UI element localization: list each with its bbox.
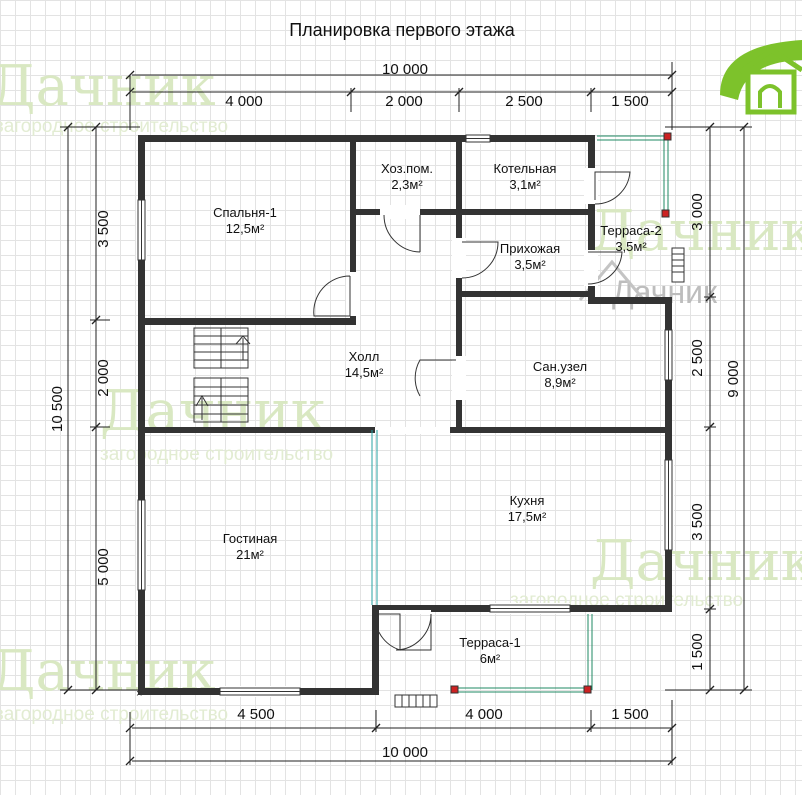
room-terrace1-name: Терраса-1 [459, 635, 520, 650]
glass-partition [371, 430, 378, 605]
room-kitchen-area: 17,5м² [508, 509, 547, 524]
room-bath-name: Сан.узел [533, 359, 587, 374]
room-storage-name: Хоз.пом. [381, 161, 433, 176]
dimension-lines [60, 62, 752, 765]
watermark-brand: Дачник [100, 379, 326, 444]
terrace-posts [450, 132, 672, 694]
watermark-brand: Дачник [590, 199, 802, 264]
house-logo-icon [720, 40, 802, 115]
room-labels: Спальня-1 12,5м² Хоз.пом. 2,3м² Котельна… [213, 161, 662, 666]
room-boiler-name: Котельная [494, 161, 557, 176]
room-bedroom-name: Спальня-1 [213, 205, 277, 220]
room-boiler-area: 3,1м² [509, 177, 541, 192]
room-living-area: 21м² [236, 547, 264, 562]
terrace-railings [455, 135, 669, 693]
watermark-brand: Дачник [0, 54, 216, 119]
dim-top-4: 1 500 [611, 93, 649, 110]
dim-left-3: 5 000 [95, 548, 112, 586]
corner-marker: × [136, 688, 142, 700]
room-kitchen-name: Кухня [510, 493, 545, 508]
room-living-name: Гостиная [223, 531, 278, 546]
dim-left-1: 3 500 [95, 210, 112, 248]
walls: × [136, 132, 685, 708]
watermark-brand: Дачник [590, 529, 802, 594]
room-entry-name: Прихожая [500, 241, 560, 256]
dim-top-total: 10 000 [382, 61, 428, 78]
room-hall-name: Холл [349, 349, 380, 364]
dim-right-1: 3 000 [689, 193, 706, 231]
watermark-layer: Дачник загородное строительство Дачник з… [0, 54, 802, 725]
room-bedroom-area: 12,5м² [226, 221, 265, 236]
dim-right-2: 2 500 [689, 339, 706, 377]
dim-top-2: 2 000 [385, 93, 423, 110]
dimension-ticks [63, 70, 749, 766]
dim-right-total: 9 000 [725, 360, 742, 398]
dim-right-3: 3 500 [689, 503, 706, 541]
dim-right-4: 1 500 [689, 633, 706, 671]
windows [137, 134, 673, 696]
watermark-slogan: загородное строительство [0, 704, 228, 725]
dim-top-1: 4 000 [225, 93, 263, 110]
watermark-slogan: загородное строительство [100, 444, 333, 465]
page-title: Планировка первого этажа [289, 20, 516, 40]
dim-left-total: 10 500 [49, 386, 66, 432]
room-hall-area: 14,5м² [345, 365, 384, 380]
dim-bottom-3: 1 500 [611, 706, 649, 723]
dim-bottom-1: 4 500 [237, 706, 275, 723]
dim-left-2: 2 000 [95, 359, 112, 397]
dim-bottom-2: 4 000 [465, 706, 503, 723]
stairs [193, 327, 251, 423]
room-storage-area: 2,3м² [391, 177, 423, 192]
room-terrace2-name: Терраса-2 [600, 223, 661, 238]
dim-top-3: 2 500 [505, 93, 543, 110]
room-terrace1-area: 6м² [480, 651, 501, 666]
dim-bottom-total: 10 000 [382, 744, 428, 761]
doors [313, 171, 631, 651]
entry-steps [394, 247, 685, 708]
room-terrace2-area: 3,5м² [615, 239, 647, 254]
room-entry-area: 3,5м² [514, 257, 546, 272]
room-bath-area: 8,9м² [544, 375, 576, 390]
